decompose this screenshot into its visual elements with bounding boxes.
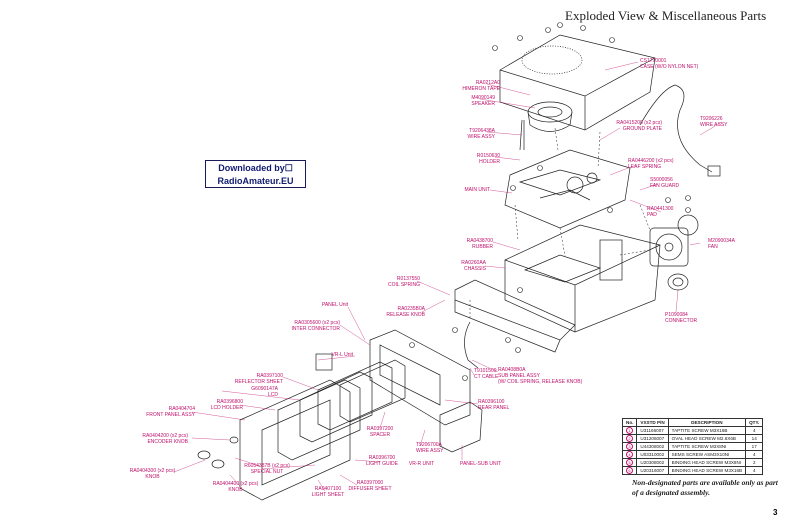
col-qty: QTY. [745, 418, 764, 427]
label-vrr-unit: VR-R UNIT [408, 461, 435, 467]
light-guide-shape [339, 359, 406, 423]
download-badge: Downloaded by☐ RadioAmateur.EU [205, 160, 306, 188]
wire-assy-shape [639, 84, 713, 173]
download-badge-line2: RadioAmateur.EU [217, 176, 294, 186]
knob-1 [197, 450, 211, 460]
label-panel-unit: PANEL Unit [321, 302, 348, 308]
label-inter-connector: RA0305600 (x2 pcs)INTER CONNECTOR [291, 320, 340, 332]
callout-marker: 4 [626, 451, 633, 458]
label-knob-1: RA0404300 (x2 pcs)KNOB [129, 468, 176, 480]
callout-marker: 3 [626, 443, 633, 450]
label-encoder-knob: RA0404200 (x2 pcs)ENCODER KNOB [142, 433, 188, 445]
label-special-nut: R6054387B (x2 pcs)SPECIAL NUT [244, 463, 290, 475]
page-title: Exploded View & Miscellaneous Parts [565, 8, 767, 23]
label-leaf-spring: RA0446200 (x2 pcs)LEAF SPRING [628, 158, 674, 170]
callout-marker: 2 [626, 435, 633, 442]
download-badge-line1: Downloaded by☐ [218, 163, 293, 173]
callout-marker: 6 [626, 467, 633, 474]
fan-shape [649, 227, 689, 267]
parts-table-header: No. VXSTD P/N DESCRIPTION QTY. [621, 418, 764, 427]
callout-marker: 5 [626, 459, 633, 466]
col-description: DESCRIPTION [667, 418, 747, 427]
label-ground-plate: RA0415200 (x2 pcs)GROUND PLATE [616, 120, 662, 132]
chassis-shape [504, 224, 661, 333]
label-panel-sub-unit: PANEL-SUB UNIT [459, 461, 502, 467]
front-panel-shape [239, 379, 351, 501]
lcd-shape [299, 371, 373, 443]
panel-sub-shape [439, 401, 483, 453]
label-vrl-unit: VR-L Unit [331, 352, 354, 358]
col-no: No. [621, 418, 638, 427]
main-unit-board [504, 149, 631, 229]
speaker-shape [527, 101, 573, 123]
sub-panel-shape [454, 279, 576, 341]
availability-note: Non-designated parts are available only … [632, 478, 778, 497]
label-main-unit: MAIN UNIT [464, 187, 490, 193]
page-number: 3 [773, 508, 778, 517]
label-knob-2: RA0404400 (x2 pcs)KNOB [212, 481, 259, 493]
rear-panel-shape [369, 329, 471, 426]
vrl-unit-shape [315, 353, 333, 371]
lcd-holder-shape [277, 379, 361, 461]
connector-shape [667, 273, 689, 291]
knob-2 [211, 459, 225, 469]
callout-marker: 1 [626, 427, 633, 434]
case-shape [499, 34, 656, 131]
col-pn: VXSTD P/N [636, 418, 669, 427]
